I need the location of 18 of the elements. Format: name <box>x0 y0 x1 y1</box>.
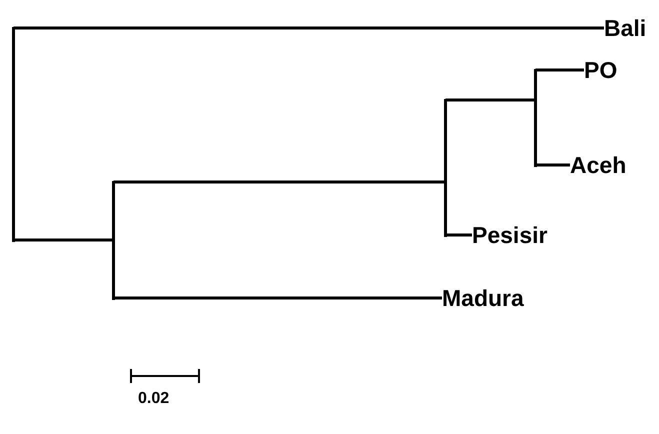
tree-node-bar <box>534 69 537 167</box>
tree-node-bar <box>112 181 115 300</box>
tree-branch <box>536 68 584 72</box>
taxon-label: Aceh <box>570 151 626 180</box>
tree-branch <box>14 26 604 30</box>
tree-branch <box>536 164 570 166</box>
taxon-label: PO <box>584 56 618 85</box>
taxon-label: Madura <box>442 284 524 313</box>
tree-branch <box>114 296 442 300</box>
tree-branch <box>114 180 444 184</box>
tree-node-bar <box>12 27 15 242</box>
tree-node-bar <box>444 99 447 237</box>
tree-branch <box>446 234 472 236</box>
tree-branch <box>14 238 112 242</box>
taxon-label: Bali <box>604 14 646 43</box>
scale-label: 0.02 <box>138 389 170 409</box>
taxon-label: Pesisir <box>472 221 548 250</box>
tree-branch <box>446 98 534 102</box>
